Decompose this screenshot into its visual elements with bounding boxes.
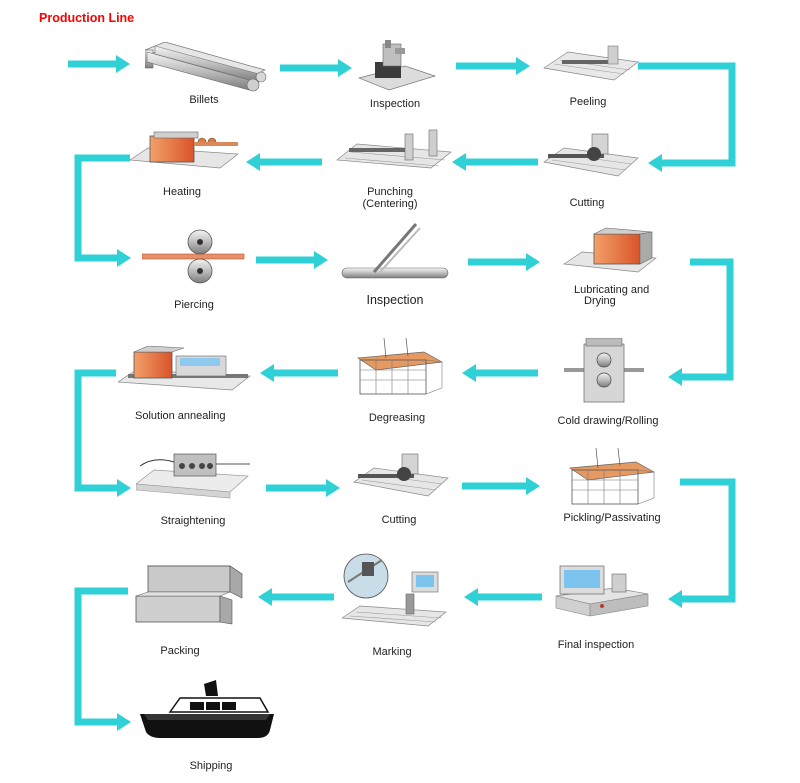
step-label: Inspection bbox=[366, 293, 424, 307]
billets-icon bbox=[145, 42, 267, 92]
marking-machine-icon bbox=[342, 553, 447, 627]
arrow-punching-heating-head bbox=[246, 153, 260, 171]
arrow-inspection-peeling-head bbox=[516, 57, 530, 75]
packing-boxes-icon bbox=[135, 565, 244, 625]
step-label: Punching bbox=[367, 186, 413, 198]
step-label: Cold drawing/Rolling bbox=[557, 415, 659, 427]
cutting-icon bbox=[353, 453, 449, 497]
cutting-icon bbox=[543, 133, 639, 177]
cold-drawing-icon bbox=[564, 338, 644, 403]
step-label: Degreasing bbox=[368, 412, 426, 424]
step-label-line2: (Centering) bbox=[362, 198, 418, 210]
inspection-machine-icon bbox=[357, 40, 437, 91]
arrow-packing-shipping-line bbox=[74, 587, 128, 726]
arrow-pickling-finalinspection-head bbox=[668, 590, 682, 608]
step-label: Final inspection bbox=[557, 639, 635, 651]
arrow-lubricating-colddrawing-head bbox=[668, 368, 682, 386]
page-title: Production Line bbox=[39, 11, 135, 25]
step-label: Peeling bbox=[569, 96, 607, 108]
step-label: Straightening bbox=[160, 515, 226, 527]
step-label: Billets bbox=[189, 94, 219, 106]
lubricating-icon bbox=[563, 227, 657, 273]
arrow-cutting-pickling-head bbox=[526, 477, 540, 495]
step-label: Cutting bbox=[569, 197, 605, 209]
arrow-piercing-inspection-head bbox=[314, 251, 328, 269]
arrow-finalinspection-marking-head bbox=[464, 588, 478, 606]
pickling-tank-icon bbox=[568, 448, 656, 505]
step-label: Pickling/Passivating bbox=[563, 512, 661, 524]
arrow-degreasing-annealing-head bbox=[260, 364, 274, 382]
inspection-console-icon bbox=[555, 565, 649, 617]
arrow-billets-inspection-head bbox=[338, 59, 352, 77]
arrow-annealing-straightening-line bbox=[74, 369, 118, 492]
step-label: Solution annealing bbox=[135, 410, 226, 422]
step-label: Marking bbox=[372, 646, 412, 658]
step-label: Inspection bbox=[369, 98, 421, 110]
step-label: Packing bbox=[160, 645, 200, 657]
arrow-colddrawing-degreasing-head bbox=[462, 364, 476, 382]
arrow-pickling-finalinspection-line bbox=[680, 478, 736, 603]
arrow-heating-piercing-line bbox=[74, 154, 130, 262]
step-label: Piercing bbox=[174, 299, 214, 311]
step-label: Lubricating and bbox=[574, 284, 650, 296]
ship-icon bbox=[140, 680, 274, 738]
arrow-straightening-cutting-head bbox=[326, 479, 340, 497]
arrow-peeling-cutting-line bbox=[638, 62, 736, 167]
arrow-peeling-cutting-head bbox=[648, 154, 662, 172]
degreasing-tank-icon bbox=[356, 338, 444, 395]
arrow-marking-packing-head bbox=[258, 588, 272, 606]
step-label-line2: Drying bbox=[584, 295, 616, 307]
piercing-rolls-icon bbox=[142, 229, 245, 284]
step-label: Heating bbox=[163, 186, 201, 198]
arrow-packing-shipping-head bbox=[117, 713, 131, 731]
step-label: Shipping bbox=[189, 760, 233, 772]
arrow-inspection-lubricating-head bbox=[526, 253, 540, 271]
pipe-inspection-icon bbox=[341, 223, 449, 279]
straightening-icon bbox=[136, 453, 250, 499]
annealing-furnace-icon bbox=[118, 346, 251, 391]
heating-furnace-icon bbox=[128, 131, 239, 169]
arrow-cutting-punching-head bbox=[452, 153, 466, 171]
arrow-annealing-straightening-head bbox=[117, 479, 131, 497]
arrow-lubricating-colddrawing-line bbox=[681, 258, 734, 381]
punching-icon bbox=[336, 129, 452, 169]
arrow-heating-piercing-head bbox=[117, 249, 131, 267]
peeling-icon bbox=[543, 45, 639, 81]
step-label: Cutting bbox=[381, 514, 417, 526]
arrow-start-head bbox=[116, 55, 130, 73]
